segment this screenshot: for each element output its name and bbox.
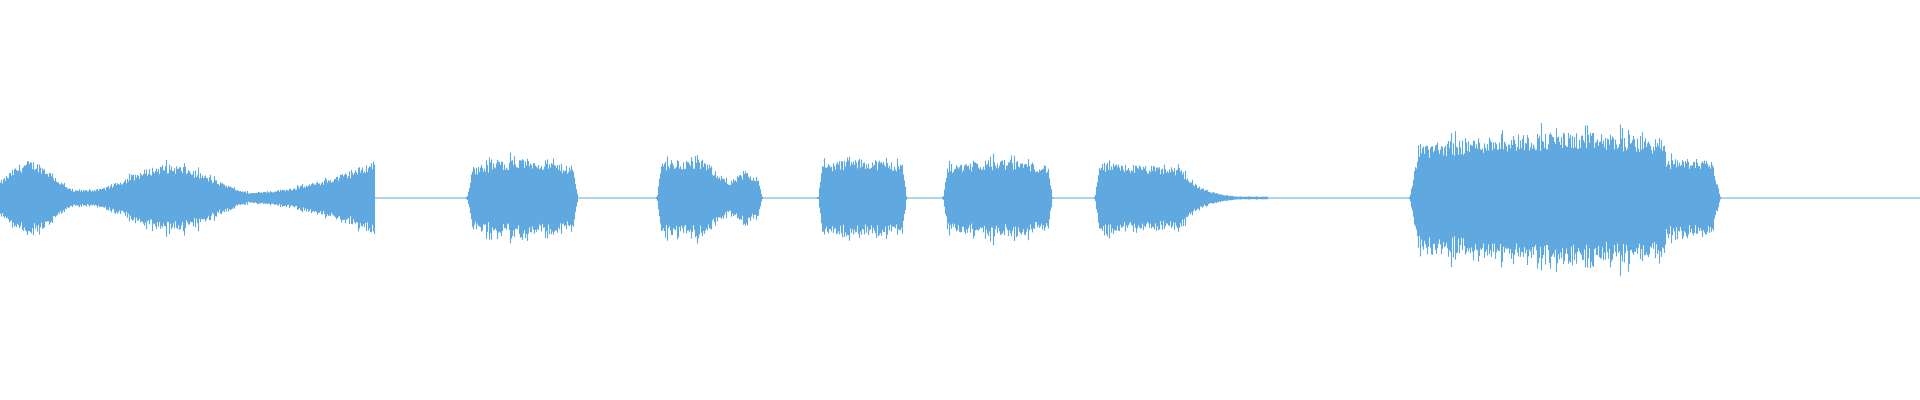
waveform-bars [0, 123, 1722, 277]
waveform-path [0, 123, 1722, 277]
